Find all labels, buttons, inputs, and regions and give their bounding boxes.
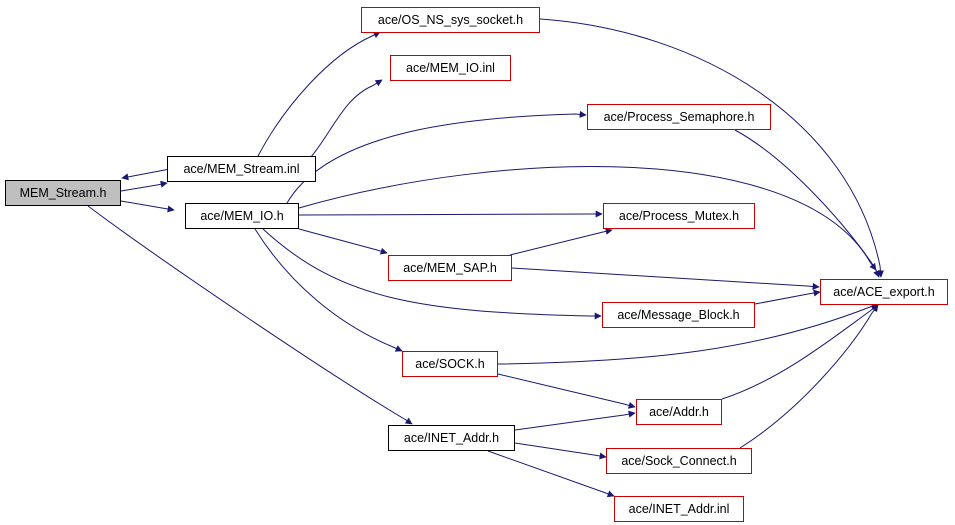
node-label: MEM_Stream.h	[19, 186, 107, 200]
edge-mem-io-h-to-mem-sap-h	[298, 228, 388, 255]
node-sock-connect-h[interactable]: ace/Sock_Connect.h	[606, 448, 752, 474]
edge-mem-stream-h-to-inet-addr-h	[87, 205, 413, 425]
node-label: ace/MEM_SAP.h	[403, 261, 497, 275]
edge-inet-addr-h-to-addr-h	[514, 410, 636, 431]
edge-sock-connect-h-to-ace-export-h	[739, 304, 879, 449]
edge-mem-stream-inl-to-mem-stream-h	[121, 168, 171, 181]
edge-mem-stream-h-to-mem-io-h	[120, 200, 175, 213]
node-mem-stream-h: MEM_Stream.h	[5, 180, 121, 206]
node-label: ace/Addr.h	[649, 405, 709, 419]
edge-mem-sap-h-to-ace-export-h	[511, 267, 820, 290]
node-os-ns-sys-socket-h[interactable]: ace/OS_NS_sys_socket.h	[361, 7, 540, 33]
node-label: ace/OS_NS_sys_socket.h	[377, 13, 524, 27]
edge-mem-io-h-to-sock-h	[254, 228, 403, 352]
edge-inet-addr-h-to-inet-addr-inl	[487, 450, 615, 498]
edge-message-block-h-to-ace-export-h	[754, 289, 821, 305]
node-mem-io-h[interactable]: ace/MEM_IO.h	[185, 203, 299, 229]
edge-mem-sap-h-to-process-mutex-h	[509, 227, 613, 256]
node-mem-sap-h[interactable]: ace/MEM_SAP.h	[388, 255, 512, 281]
edge-inet-addr-h-to-sock-connect-h	[514, 442, 607, 460]
edge-sock-h-to-addr-h	[497, 373, 636, 409]
node-label: ace/Message_Block.h	[617, 308, 740, 322]
node-mem-stream-inl[interactable]: ace/MEM_Stream.inl	[167, 156, 316, 182]
node-addr-h[interactable]: ace/Addr.h	[636, 399, 722, 425]
node-inet-addr-h[interactable]: ace/INET_Addr.h	[388, 425, 515, 451]
edge-mem-io-h-to-ace-export-h	[298, 166, 877, 271]
node-inet-addr-inl[interactable]: ace/INET_Addr.inl	[614, 496, 744, 522]
node-label: ace/MEM_IO.inl	[406, 61, 495, 75]
node-sock-h[interactable]: ace/SOCK.h	[402, 351, 498, 377]
edge-process-semaphore-h-to-ace-export-h	[734, 129, 880, 278]
node-label: ace/MEM_IO.h	[200, 209, 284, 223]
node-process-mutex-h[interactable]: ace/Process_Mutex.h	[603, 203, 755, 229]
edge-os-ns-sys-socket-h-to-ace-export-h	[539, 18, 884, 278]
edge-mem-stream-inl-to-os-ns-sys-socket-h	[257, 31, 381, 157]
edge-mem-stream-h-to-mem-stream-inl	[120, 180, 168, 192]
node-label: ace/Process_Semaphore.h	[603, 110, 755, 124]
node-label: ace/MEM_Stream.inl	[183, 162, 300, 176]
edge-addr-h-to-ace-export-h	[721, 304, 879, 400]
edge-mem-io-h-to-process-mutex-h	[298, 210, 603, 218]
node-process-semaphore-h[interactable]: ace/Process_Semaphore.h	[587, 104, 771, 130]
edge-sock-h-to-ace-export-h	[497, 302, 879, 365]
edge-mem-io-h-to-message-block-h	[262, 228, 602, 320]
node-ace-export-h[interactable]: ace/ACE_export.h	[820, 279, 948, 305]
node-label: ace/Process_Mutex.h	[618, 209, 740, 223]
node-message-block-h[interactable]: ace/Message_Block.h	[602, 302, 755, 328]
node-label: ace/SOCK.h	[415, 357, 485, 371]
node-label: ace/INET_Addr.h	[403, 431, 500, 445]
node-mem-io-inl[interactable]: ace/MEM_IO.inl	[390, 55, 511, 81]
node-label: ace/ACE_export.h	[833, 285, 935, 299]
node-label: ace/Sock_Connect.h	[621, 454, 737, 468]
node-label: ace/INET_Addr.inl	[628, 502, 730, 516]
